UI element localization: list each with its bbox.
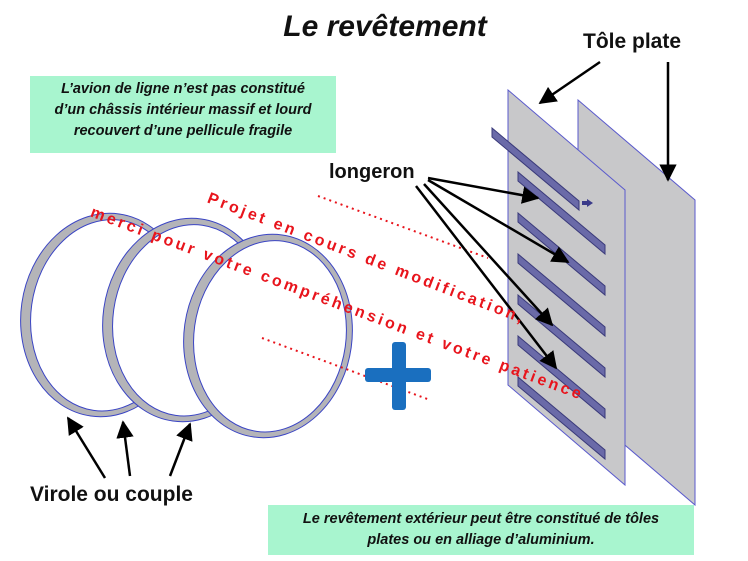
arrow-icon (587, 199, 593, 207)
info-box-bottom-right: Le revêtement extérieur peut être consti… (268, 505, 694, 555)
longeron-1 (491, 126, 580, 212)
info-box-bottom-line-2: plates ou en alliage d’aluminium. (367, 532, 595, 548)
info-box-top-line-1: L’avion de ligne n’est pas constitué (61, 81, 305, 97)
info-box-top-line-2: d’un châssis intérieur massif et lourd (54, 102, 312, 118)
plus-icon (365, 342, 431, 410)
virole-label: Virole ou couple (30, 483, 193, 506)
longeron-label: longeron (329, 161, 415, 183)
ring-3 (183, 233, 353, 439)
info-box-top-left: L’avion de ligne n’est pas constitué d’u… (30, 76, 336, 153)
rings (20, 212, 353, 439)
page-title: Le revêtement (283, 10, 487, 43)
tole-arrows (538, 60, 677, 182)
info-box-top-line-3: recouvert d’une pellicule fragile (73, 123, 293, 139)
arrow-icon-stem (582, 201, 588, 205)
longeron-4 (517, 252, 606, 338)
longeron-arrows (415, 176, 570, 370)
longeron-2 (517, 170, 606, 256)
longeron-7 (517, 375, 606, 461)
virole-arrows (66, 416, 193, 479)
dotted-line-1 (317, 195, 489, 259)
tole-plate-label: Tôle plate (583, 30, 682, 53)
info-box-bottom-line-1: Le revêtement extérieur peut être consti… (302, 511, 660, 527)
